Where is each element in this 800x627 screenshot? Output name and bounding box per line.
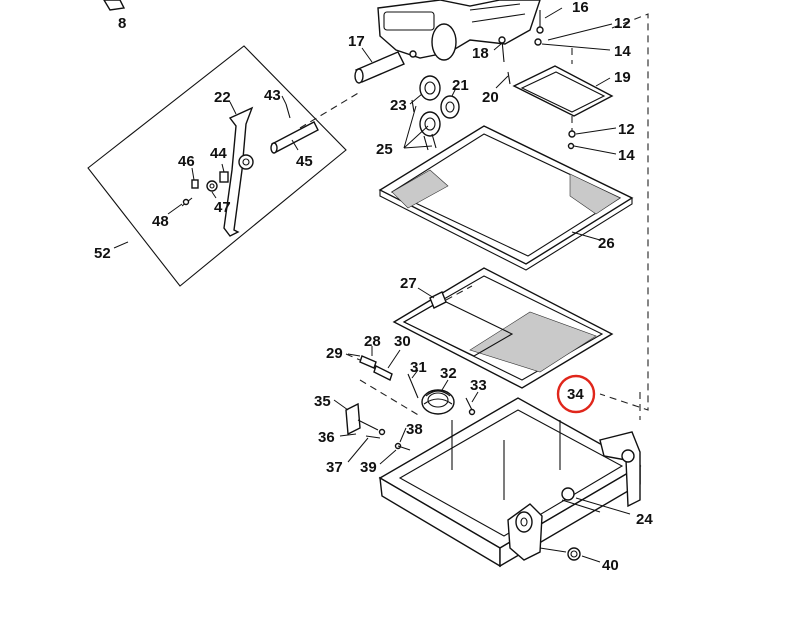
callout-16: 16 [572,0,589,16]
right-dashed-guide [599,13,649,420]
small-pins-16-20 [498,10,544,85]
callout-40: 40 [602,557,619,574]
callout-28: 28 [364,333,381,350]
callout-19: 19 [614,69,631,86]
callout-45: 45 [296,153,313,170]
callout-23: 23 [390,97,407,114]
part-19-plate [512,48,614,150]
callout-12-mid: 12 [618,121,635,138]
callout-37: 37 [326,459,343,476]
callout-24: 24 [636,511,653,528]
callout-14-top: 14 [614,43,631,60]
callout-33: 33 [470,377,487,394]
callout-labels: 8 16 12 14 17 18 19 20 21 22 43 23 25 12… [94,0,653,574]
callout-34-highlight-ring [556,374,596,414]
callout-29: 29 [326,345,343,362]
part-8-fragment [103,0,126,11]
callout-21: 21 [452,77,469,94]
callout-31: 31 [410,359,427,376]
part-17-shaft [354,51,405,84]
callout-44: 44 [210,145,227,162]
leader-lines [113,7,631,563]
callout-52: 52 [94,245,111,262]
callout-30: 30 [394,333,411,350]
top-housing-assembly [377,0,541,61]
callout-20: 20 [482,89,499,106]
callout-39: 39 [360,459,377,476]
callout-12-top: 12 [614,15,631,32]
callout-36: 36 [318,429,335,446]
callout-22: 22 [214,89,231,106]
callout-38: 38 [406,421,423,438]
callout-17: 17 [348,33,365,50]
part-26-screen-frame [378,125,634,271]
callout-27: 27 [400,275,417,292]
callout-47: 47 [214,199,231,216]
base-pan-assembly [378,397,642,568]
panel-52-handle-assembly [87,45,361,287]
part-27-tray [392,267,614,389]
callout-35: 35 [314,393,331,410]
gear-cluster-23-21-25 [411,75,460,151]
callout-32: 32 [440,365,457,382]
callout-48: 48 [152,213,169,230]
callout-34: 34 [567,386,584,403]
callout-43: 43 [264,87,281,104]
callout-14-mid: 14 [618,147,635,164]
callout-46: 46 [178,153,195,170]
small-hardware-28-39 [345,353,476,451]
callout-25: 25 [376,141,393,158]
callout-26: 26 [598,235,615,252]
callout-18: 18 [472,45,489,62]
callout-8: 8 [118,15,126,32]
